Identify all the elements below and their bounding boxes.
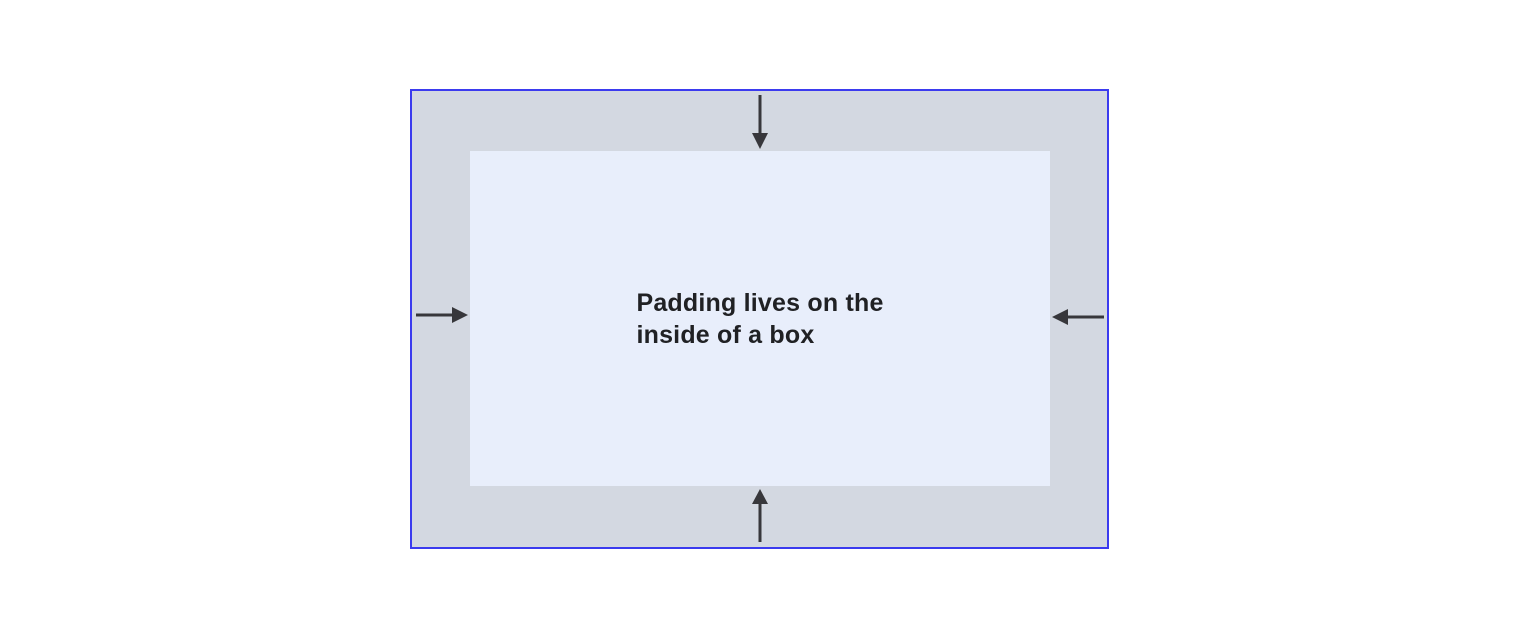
- padding-label-line2: inside of a box: [636, 320, 815, 349]
- arrow-left-icon: [1052, 308, 1104, 326]
- arrow-up-icon: [751, 489, 769, 542]
- padding-area-box: Padding lives on the inside of a box: [410, 89, 1109, 549]
- arrow-down-icon: [751, 95, 769, 149]
- content-area-box: Padding lives on the inside of a box: [470, 151, 1050, 486]
- arrow-right-icon: [416, 306, 468, 324]
- padding-label: Padding lives on the inside of a box: [636, 287, 883, 351]
- padding-label-line1: Padding lives on the: [636, 288, 884, 317]
